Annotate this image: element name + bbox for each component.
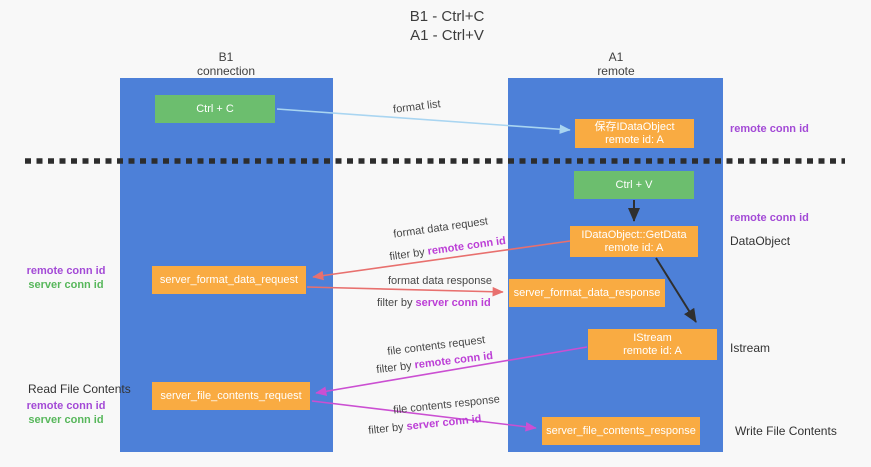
- lane-header-a1: A1 remote: [546, 50, 686, 78]
- lane-a1-subtitle: remote: [597, 64, 635, 78]
- edge-label-format-data-response-filter: filter by server conn id: [377, 297, 491, 309]
- node-format-response-label: server_format_data_response: [513, 286, 661, 299]
- annotation-left-conn-ids-bottom: remote conn id server conn id: [11, 399, 121, 427]
- node-server-file-contents-request: server_file_contents_request: [152, 382, 310, 410]
- annotation-read-file-contents: Read File Contents: [28, 382, 131, 396]
- node-server-format-data-response: server_format_data_response: [509, 279, 665, 307]
- annotation-left-remote-conn-id-2: remote conn id: [26, 400, 106, 412]
- diagram-title: B1 - Ctrl+C A1 - Ctrl+V: [347, 7, 547, 45]
- edge-format-data-request-arrow: [312, 240, 571, 281]
- node-istream-line1: IStream: [633, 331, 672, 344]
- annotation-istream: Istream: [730, 341, 771, 355]
- lane-a1-name: A1: [608, 50, 624, 64]
- filter-value-server-conn-id: server conn id: [415, 297, 491, 309]
- node-save-idataobject-line2: remote id: A: [605, 133, 664, 146]
- annotation-dataobject: DataObject: [730, 234, 791, 248]
- node-save-idataobject: 保存IDataObject remote id: A: [575, 119, 694, 148]
- node-file-response-label: server_file_contents_response: [546, 424, 696, 437]
- edge-file-contents-response-arrow: [311, 400, 537, 432]
- edge-label-format-data-response: format data response: [388, 275, 492, 287]
- node-ctrl-v-label: Ctrl + V: [615, 178, 653, 191]
- node-server-file-contents-response: server_file_contents_response: [542, 417, 700, 445]
- node-idataobject-getdata: IDataObject::GetData remote id: A: [570, 226, 698, 257]
- node-format-request-label: server_format_data_request: [159, 273, 299, 286]
- node-istream-line2: remote id: A: [623, 344, 682, 357]
- edge-format-list-arrow: [276, 108, 571, 135]
- lane-header-b1: B1 connection: [156, 50, 296, 78]
- title-line-2: A1 - Ctrl+V: [410, 27, 484, 44]
- lane-b1-name: B1: [218, 50, 234, 64]
- annotation-left-conn-ids-top: remote conn id server conn id: [11, 264, 121, 292]
- annotation-remote-conn-id-mid: remote conn id: [730, 212, 809, 224]
- node-save-idataobject-line1: 保存IDataObject: [594, 120, 675, 133]
- title-line-1: B1 - Ctrl+C: [409, 8, 485, 25]
- edge-format-data-response-arrow: [306, 286, 504, 297]
- annotation-remote-conn-id-top: remote conn id: [730, 123, 809, 135]
- annotation-left-server-conn-id: server conn id: [28, 279, 104, 291]
- node-getdata-line2: remote id: A: [604, 241, 664, 254]
- edge-file-contents-request-arrow: [315, 346, 588, 396]
- node-ctrl-c: Ctrl + C: [155, 95, 275, 123]
- node-ctrl-v: Ctrl + V: [574, 171, 694, 199]
- node-file-request-label: server_file_contents_request: [160, 389, 302, 402]
- filter-prefix: filter by: [377, 297, 416, 309]
- node-server-format-data-request: server_format_data_request: [152, 266, 306, 294]
- annotation-left-server-conn-id-2: server conn id: [28, 414, 104, 426]
- node-getdata-line1: IDataObject::GetData: [581, 228, 687, 241]
- annotation-write-file-contents: Write File Contents: [735, 424, 837, 438]
- lane-b1-subtitle: connection: [196, 64, 256, 78]
- edge-getdata-to-istream-arrow: [655, 257, 697, 323]
- node-ctrl-c-label: Ctrl + C: [196, 102, 234, 115]
- node-istream: IStream remote id: A: [588, 329, 717, 360]
- annotation-left-remote-conn-id: remote conn id: [26, 265, 106, 277]
